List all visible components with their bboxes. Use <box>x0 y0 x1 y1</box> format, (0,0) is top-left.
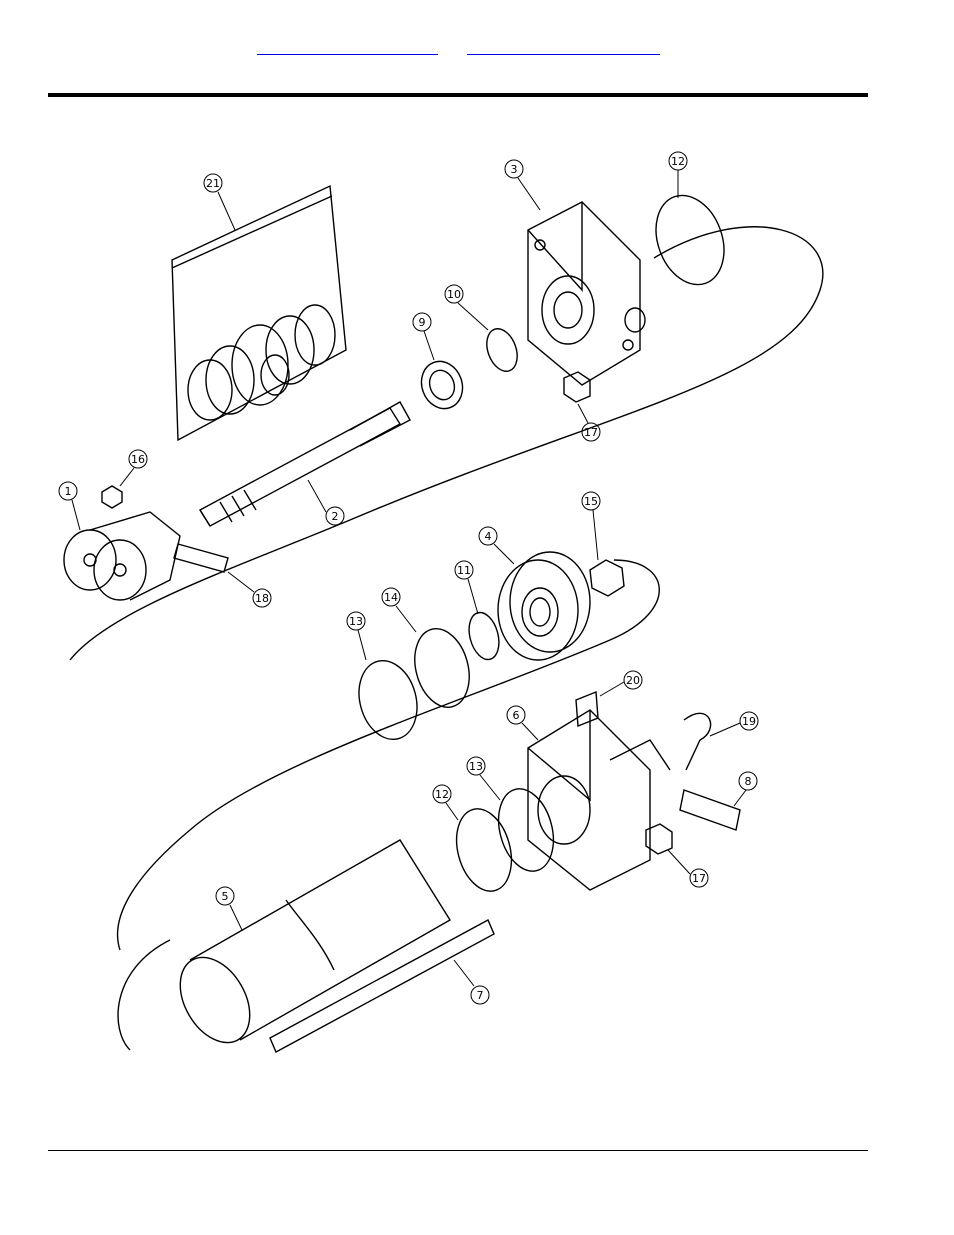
svg-text:14: 14 <box>384 591 398 604</box>
callout-14: 14 <box>381 587 417 633</box>
leader-curve-middle <box>116 559 660 951</box>
backup-ring-13-upper <box>358 659 418 741</box>
rod-clevis <box>63 511 181 601</box>
callout-19: 19 <box>709 711 759 737</box>
seal-kit-bag <box>171 184 347 442</box>
callout-10: 10 <box>444 284 489 331</box>
header-link-1[interactable] <box>257 40 438 55</box>
svg-text:6: 6 <box>513 709 520 722</box>
svg-text:12: 12 <box>435 788 449 801</box>
hitch-pin-clip-19 <box>683 712 712 771</box>
callout-7: 7 <box>453 959 490 1005</box>
callout-12-upper: 12 <box>668 151 688 198</box>
leader-curve-lower <box>117 939 171 1051</box>
svg-text:3: 3 <box>511 163 518 176</box>
cylinder-barrel <box>179 839 451 1044</box>
bolt-18 <box>173 543 229 573</box>
callout-4: 4 <box>478 526 515 565</box>
tie-rod <box>269 919 495 1053</box>
callout-18: 18 <box>227 571 272 608</box>
clevis-pin-8 <box>679 789 741 831</box>
callout-17-lower: 17 <box>667 849 709 888</box>
callout-15: 15 <box>581 491 601 561</box>
svg-text:11: 11 <box>457 564 471 577</box>
callout-16: 16 <box>119 449 148 487</box>
svg-text:13: 13 <box>469 760 483 773</box>
svg-text:16: 16 <box>131 453 145 466</box>
callout-17-upper: 17 <box>577 403 601 442</box>
callout-11: 11 <box>454 560 479 615</box>
leader-curve-upper <box>69 226 824 661</box>
callout-group: 21 3 12 10 9 17 16 1 2 18 15 4 11 14 13 … <box>58 151 759 1005</box>
gland-end-cap <box>527 201 646 386</box>
callout-3: 3 <box>504 159 541 211</box>
svg-text:17: 17 <box>584 426 598 439</box>
svg-text:12: 12 <box>671 155 685 168</box>
callout-6: 6 <box>506 705 539 741</box>
o-ring-12-upper <box>655 194 725 286</box>
callout-1: 1 <box>58 481 81 531</box>
svg-text:18: 18 <box>255 592 269 605</box>
svg-text:10: 10 <box>447 288 461 301</box>
svg-text:9: 9 <box>419 316 426 329</box>
bottom-rule <box>48 1150 868 1151</box>
svg-text:2: 2 <box>332 510 339 523</box>
svg-text:19: 19 <box>742 715 756 728</box>
o-ring-10 <box>486 328 518 372</box>
exploded-parts-diagram: 21 3 12 10 9 17 16 1 2 18 15 4 11 14 13 … <box>58 151 824 1053</box>
base-end-cap <box>527 709 671 891</box>
callout-20: 20 <box>599 670 643 697</box>
o-ring-12-lower <box>455 808 513 892</box>
callout-13-upper: 13 <box>346 611 367 661</box>
backup-ring-13-lower <box>497 788 555 872</box>
callout-12-lower: 12 <box>432 784 459 821</box>
svg-text:13: 13 <box>349 615 363 628</box>
callout-5: 5 <box>215 886 243 931</box>
nut-17-lower <box>645 823 673 855</box>
svg-text:17: 17 <box>692 872 706 885</box>
svg-text:5: 5 <box>222 890 229 903</box>
wiper-9 <box>420 360 464 410</box>
callout-9: 9 <box>412 312 435 361</box>
piston <box>497 551 591 661</box>
svg-text:8: 8 <box>745 775 752 788</box>
piston-rod <box>199 401 411 527</box>
svg-text:1: 1 <box>65 485 72 498</box>
svg-text:20: 20 <box>626 674 640 687</box>
svg-text:7: 7 <box>477 989 484 1002</box>
nut-15 <box>589 559 625 597</box>
svg-text:21: 21 <box>206 177 220 190</box>
header-link-2[interactable] <box>467 40 660 55</box>
set-screw-20 <box>575 690 599 728</box>
backup-ring-14 <box>414 628 470 708</box>
svg-text:4: 4 <box>485 530 492 543</box>
nut-16 <box>101 485 123 509</box>
top-rule <box>48 93 868 97</box>
svg-text:15: 15 <box>584 495 598 508</box>
callout-13-lower: 13 <box>466 756 501 801</box>
callout-8: 8 <box>733 771 758 807</box>
callout-21: 21 <box>203 173 236 231</box>
callout-2: 2 <box>307 479 345 526</box>
nut-17-upper <box>563 371 591 403</box>
